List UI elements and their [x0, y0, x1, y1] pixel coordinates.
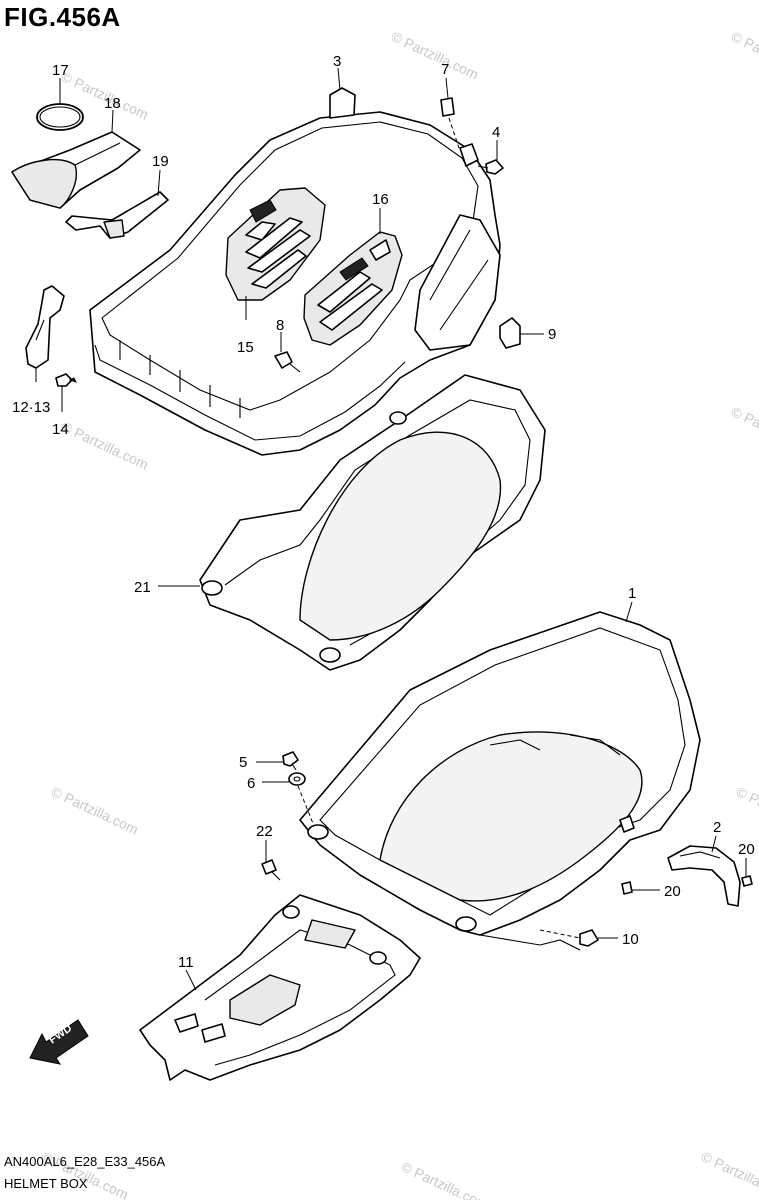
callout-20-right: 20: [738, 841, 755, 858]
callout-1: 1: [628, 585, 636, 602]
part-7-nut: [440, 97, 455, 117]
callout-3: 3: [333, 53, 341, 70]
watermark: © Partzilla.com: [389, 28, 481, 82]
callout-20-lower: 20: [664, 883, 681, 900]
part-14-screw: [55, 373, 77, 387]
watermark: © Partzilla.com: [59, 418, 151, 472]
part-16-grille: [303, 231, 403, 346]
callout-16: 16: [372, 191, 389, 208]
part-1-lower-box: [299, 611, 701, 951]
part-17-o-ring-inner: [39, 106, 81, 128]
model-code-label: AN400AL6_E28_E33_456A: [4, 1154, 166, 1169]
callout-14: 14: [52, 421, 69, 438]
part-6-washer-hole: [293, 776, 301, 782]
figure-title: FIG.456A: [4, 2, 121, 32]
callout-6: 6: [247, 775, 255, 792]
callout-19: 19: [152, 153, 169, 170]
part-21-lower-cover: [199, 374, 546, 671]
part-7-alignment-line: [448, 117, 460, 149]
watermark: © Partzilla.com: [734, 783, 759, 837]
part-8-screw: [274, 351, 301, 373]
watermark: © Partzilla.com: [729, 403, 759, 457]
part-12-13-bracket: [25, 285, 65, 369]
callout-11: 11: [178, 954, 194, 971]
callout-21: 21: [134, 579, 151, 596]
callout-10: 10: [622, 931, 639, 948]
callout-15: 15: [237, 339, 254, 356]
part-15-grille: [225, 187, 326, 301]
callout-5: 5: [239, 754, 247, 771]
watermark: © Partzilla.com: [729, 28, 759, 82]
callout-18: 18: [104, 95, 121, 112]
part-5-alignment-line: [297, 785, 315, 827]
watermark: © Partzilla.com: [399, 1158, 491, 1200]
part-18-cap: [11, 131, 141, 209]
part-17-o-ring: [36, 103, 84, 131]
section-title-label: HELMET BOX: [4, 1176, 88, 1191]
part-19-bracket: [65, 191, 169, 239]
callout-numbers: 17 18 19 3 7 4 16 15 8 9 12·13 14 21 1 5…: [12, 53, 755, 971]
fwd-arrow: FWD: [29, 1019, 89, 1065]
callout-4: 4: [492, 124, 500, 141]
callout-8: 8: [276, 317, 284, 334]
part-5-bolt: [282, 751, 299, 771]
watermark: © Partzilla.com: [699, 1148, 759, 1200]
callout-22: 22: [256, 823, 273, 840]
part-4-bolt: [477, 159, 504, 175]
part-9-clip: [499, 317, 521, 349]
helmet-box-upper-tray: [89, 87, 501, 456]
callout-12-13: 12·13: [12, 399, 50, 416]
callout-17: 17: [52, 62, 69, 79]
part-20-screw-lower: [621, 881, 633, 895]
callout-7: 7: [441, 61, 449, 78]
watermark: © Partzilla.com: [49, 783, 141, 837]
part-11-undercover: [139, 894, 421, 1081]
part-22-screw: [261, 859, 281, 881]
callout-9: 9: [548, 326, 556, 343]
part-20-screw-right: [741, 875, 753, 887]
leader-lines: [35, 67, 747, 991]
part-10-alignment-line: [539, 929, 581, 939]
part-2-cover: [667, 845, 741, 907]
callout-2: 2: [713, 819, 721, 836]
part-6-washer: [288, 772, 306, 786]
part-10-nut: [579, 929, 599, 947]
